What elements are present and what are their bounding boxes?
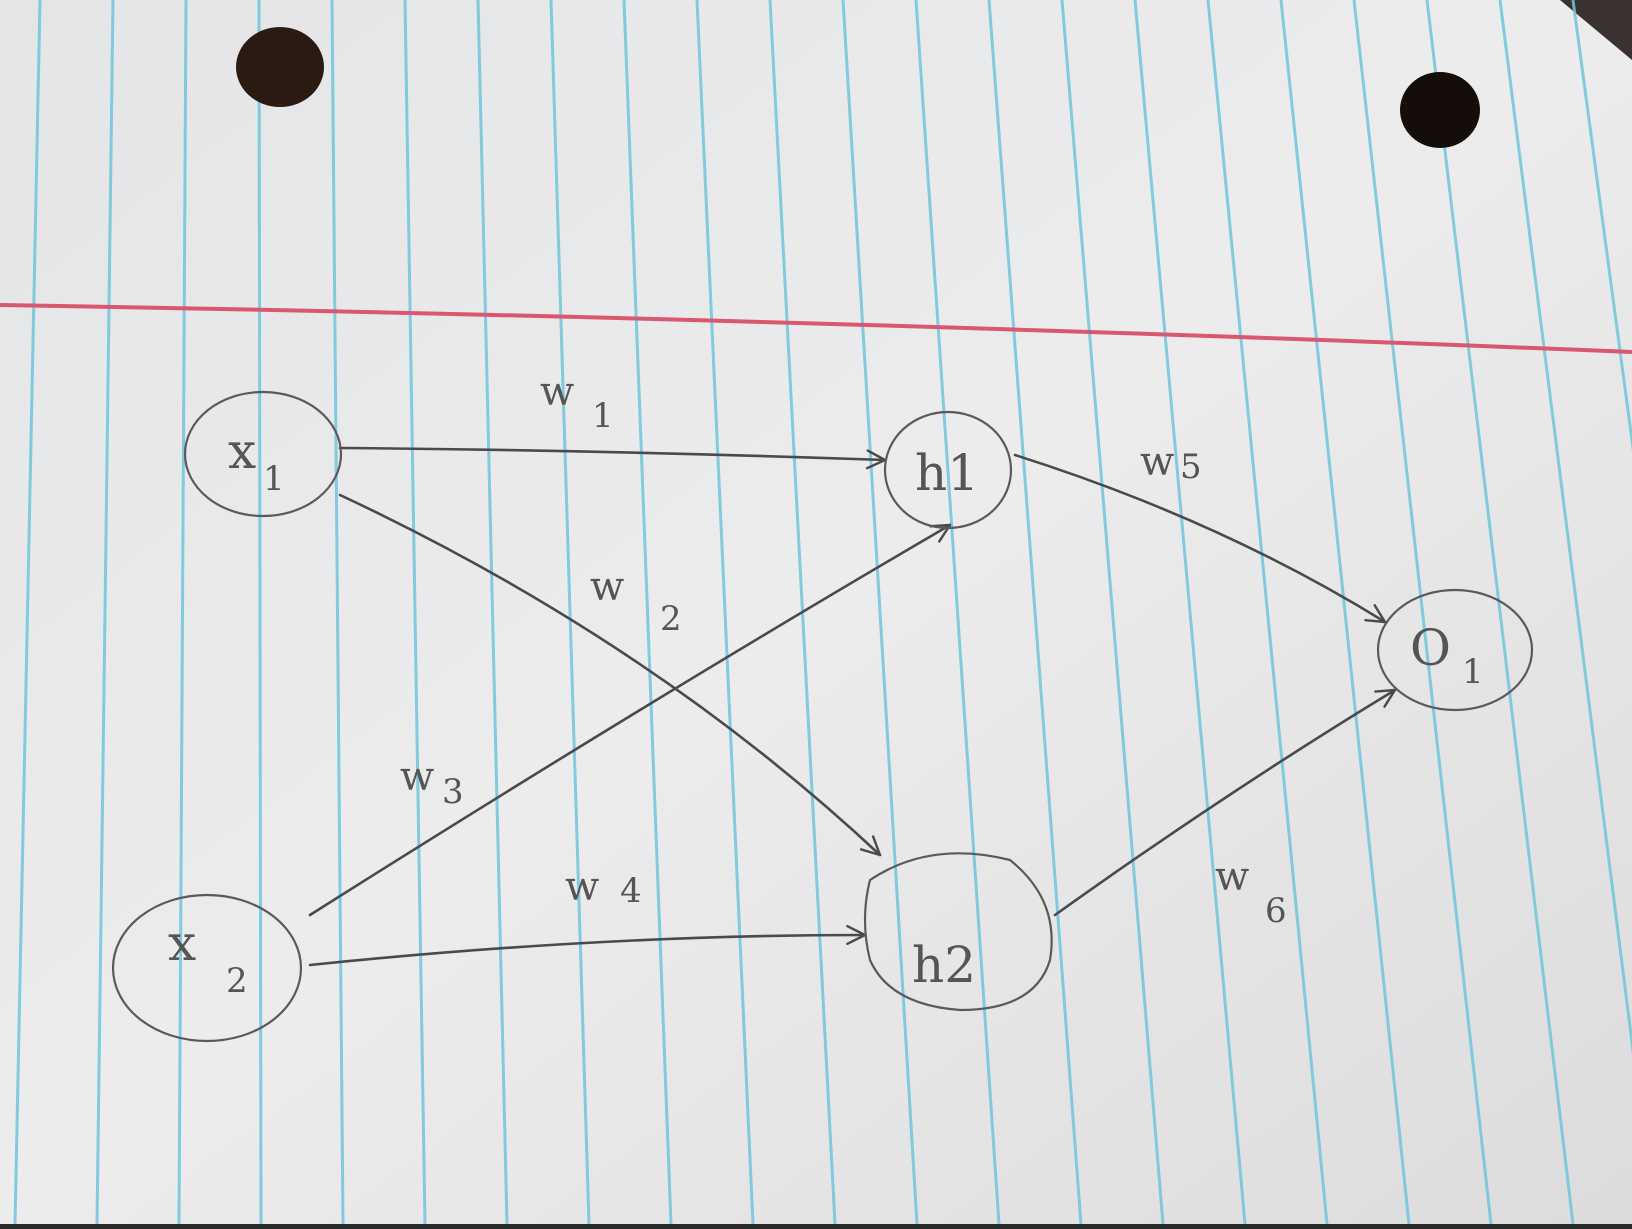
node-h1-circle xyxy=(883,410,1013,530)
node-x2-label: x xyxy=(168,914,196,972)
weight-w6-label: w xyxy=(1215,854,1249,900)
weight-w5-subscript: 5 xyxy=(1180,447,1202,487)
weight-w6-subscript: 6 xyxy=(1265,891,1287,931)
node-x2-circle xyxy=(111,893,303,1043)
blue-rule-line xyxy=(403,0,427,1225)
blue-rule-line xyxy=(330,0,345,1225)
red-margin-line xyxy=(0,303,1632,354)
weight-w3-label: w xyxy=(400,754,434,800)
node-labels: x 1 x 2 h1 h2 O 1 xyxy=(168,422,1484,1001)
blue-rule-line xyxy=(1133,0,1247,1225)
blue-ruled-lines xyxy=(13,0,1632,1225)
blue-rule-line xyxy=(177,0,188,1225)
node-o1-subscript: 1 xyxy=(1462,652,1484,692)
node-x1-label: x xyxy=(228,422,256,480)
node-h1-label: h1 xyxy=(915,444,979,502)
blue-rule-line xyxy=(695,0,755,1225)
nodes xyxy=(111,390,1534,1043)
weight-w2-subscript: 2 xyxy=(660,599,682,639)
node-o1-label: O xyxy=(1410,619,1451,677)
node-h2-circle xyxy=(863,852,1053,1012)
desk-corner xyxy=(1560,0,1632,60)
edges xyxy=(308,446,1397,967)
blue-rule-line xyxy=(622,0,673,1225)
edge-h2-o1 xyxy=(1053,688,1397,917)
blue-rule-line xyxy=(914,0,1001,1225)
edge-x1-h2 xyxy=(338,493,882,857)
weight-w1-label: w xyxy=(540,369,574,415)
blue-rule-line xyxy=(95,0,115,1225)
blue-rule-line xyxy=(1425,0,1575,1225)
weight-w5-label: w xyxy=(1140,439,1174,485)
blue-rule-line xyxy=(841,0,919,1225)
weight-w1-subscript: 1 xyxy=(592,396,614,436)
weight-w3-subscript: 3 xyxy=(442,772,464,812)
blue-rule-line xyxy=(987,0,1083,1225)
node-h2-label: h2 xyxy=(912,936,976,994)
edge-x2-h1 xyxy=(308,523,952,917)
node-x1-subscript: 1 xyxy=(263,459,285,499)
edge-x1-h1 xyxy=(338,446,887,470)
node-o1-circle xyxy=(1376,588,1534,712)
punched-hole xyxy=(1400,72,1480,148)
edge-x2-h2 xyxy=(308,924,867,967)
node-x1-circle xyxy=(183,390,343,518)
blue-rule-line xyxy=(13,0,42,1225)
blue-rule-line xyxy=(476,0,509,1225)
blue-rule-line xyxy=(1498,0,1632,1055)
blue-rule-line xyxy=(1279,0,1411,1225)
blue-rule-line xyxy=(1571,0,1632,452)
weight-w2-label: w xyxy=(590,564,624,610)
edge-h1-o1 xyxy=(1013,453,1387,624)
blue-rule-line xyxy=(1352,0,1493,1225)
weight-w4-subscript: 4 xyxy=(620,871,642,911)
weight-w4-label: w xyxy=(565,864,599,910)
blue-rule-line xyxy=(1206,0,1329,1225)
blue-rule-line xyxy=(257,0,263,1225)
weight-labels: w 1 w 2 w 3 w 4 w 5 w 6 xyxy=(400,369,1287,931)
blue-rule-line xyxy=(1060,0,1165,1225)
node-x2-subscript: 2 xyxy=(226,961,248,1001)
blue-rule-line xyxy=(549,0,591,1225)
punched-hole xyxy=(236,27,324,107)
